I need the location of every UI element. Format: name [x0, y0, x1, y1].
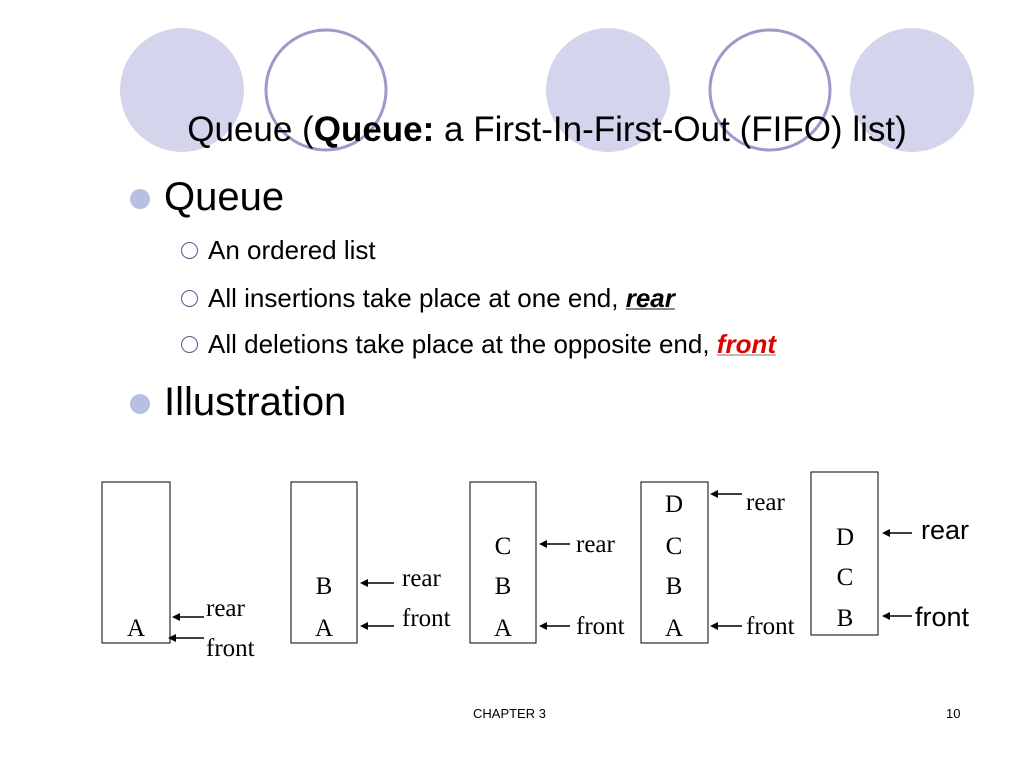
- queue-stack-1: A rear front: [101, 481, 255, 662]
- bullet-dot-icon: [130, 394, 150, 414]
- rear-label: rear: [746, 489, 786, 516]
- bullet-text: Queue: [164, 175, 285, 219]
- arrow-head-icon: [172, 613, 180, 621]
- queue-item: A: [127, 615, 145, 642]
- queue-box: [101, 481, 171, 644]
- arrow-head-icon: [168, 634, 176, 642]
- front-label: front: [206, 635, 255, 662]
- arrow-head-icon: [710, 622, 718, 630]
- queue-item: A: [665, 615, 683, 642]
- deco-circle-outline: [708, 28, 832, 152]
- arrow-head-icon: [710, 490, 718, 498]
- queue-stack-4: D C B A rear front: [640, 481, 795, 644]
- emph-front: front: [716, 329, 776, 359]
- queue-item: D: [836, 524, 854, 551]
- rear-label: rear: [206, 595, 246, 622]
- sub-bullet-text: An ordered list: [208, 235, 376, 265]
- header-decoration: [120, 28, 974, 152]
- front-label: front: [576, 613, 625, 640]
- queue-item: B: [316, 573, 333, 600]
- title-bold: Queue:: [313, 110, 435, 149]
- arrow-head-icon: [882, 529, 890, 537]
- sub-bullet-text: All deletions take place at the opposite…: [208, 329, 717, 359]
- deco-circle-outline: [264, 28, 388, 152]
- rear-label: rear: [921, 515, 969, 545]
- queue-stack-5: D C B rear front: [810, 471, 970, 636]
- arrow-head-icon: [360, 579, 368, 587]
- ring-bullet-icon: [181, 336, 198, 353]
- queue-item: C: [495, 533, 512, 560]
- arrow-head-icon: [360, 622, 368, 630]
- deco-circle: [546, 28, 670, 152]
- queue-item: A: [494, 615, 512, 642]
- front-label: front: [402, 605, 451, 632]
- arrow-head-icon: [539, 540, 547, 548]
- deco-circle: [120, 28, 244, 152]
- rear-label: rear: [576, 531, 616, 558]
- queue-item: B: [495, 573, 512, 600]
- title-suffix: a First-In-First-Out (FIFO) list): [434, 110, 907, 149]
- arrow-head-icon: [539, 622, 547, 630]
- queue-diagram: A rear front B A rear front C B A: [101, 471, 970, 662]
- queue-item: B: [837, 605, 854, 632]
- front-label: front: [915, 602, 970, 632]
- queue-stack-2: B A rear front: [290, 481, 451, 644]
- emph-rear: rear: [625, 283, 675, 313]
- footer-chapter: CHAPTER 3: [473, 706, 546, 721]
- deco-circle: [850, 28, 974, 152]
- title-prefix: Queue (: [187, 110, 314, 149]
- queue-item: C: [837, 564, 854, 591]
- front-label: front: [746, 613, 795, 640]
- footer-page-number: 10: [946, 706, 961, 721]
- bullet-text: Illustration: [164, 380, 347, 424]
- ring-bullet-icon: [181, 290, 198, 307]
- queue-item: B: [666, 573, 683, 600]
- queue-box: [640, 481, 709, 644]
- queue-item: D: [665, 491, 683, 518]
- queue-box: [469, 481, 537, 644]
- queue-stack-3: C B A rear front: [469, 481, 625, 644]
- sub-bullet-text: All insertions take place at one end,: [208, 283, 626, 313]
- arrow-head-icon: [882, 612, 890, 620]
- queue-box: [290, 481, 358, 644]
- ring-bullet-icon: [181, 242, 198, 259]
- queue-item: A: [315, 615, 333, 642]
- queue-item: C: [666, 533, 683, 560]
- bullet-dot-icon: [130, 189, 150, 209]
- slide-title: Queue (Queue: a First-In-First-Out (FIFO…: [0, 108, 1024, 152]
- queue-box: [810, 471, 879, 636]
- rear-label: rear: [402, 565, 442, 592]
